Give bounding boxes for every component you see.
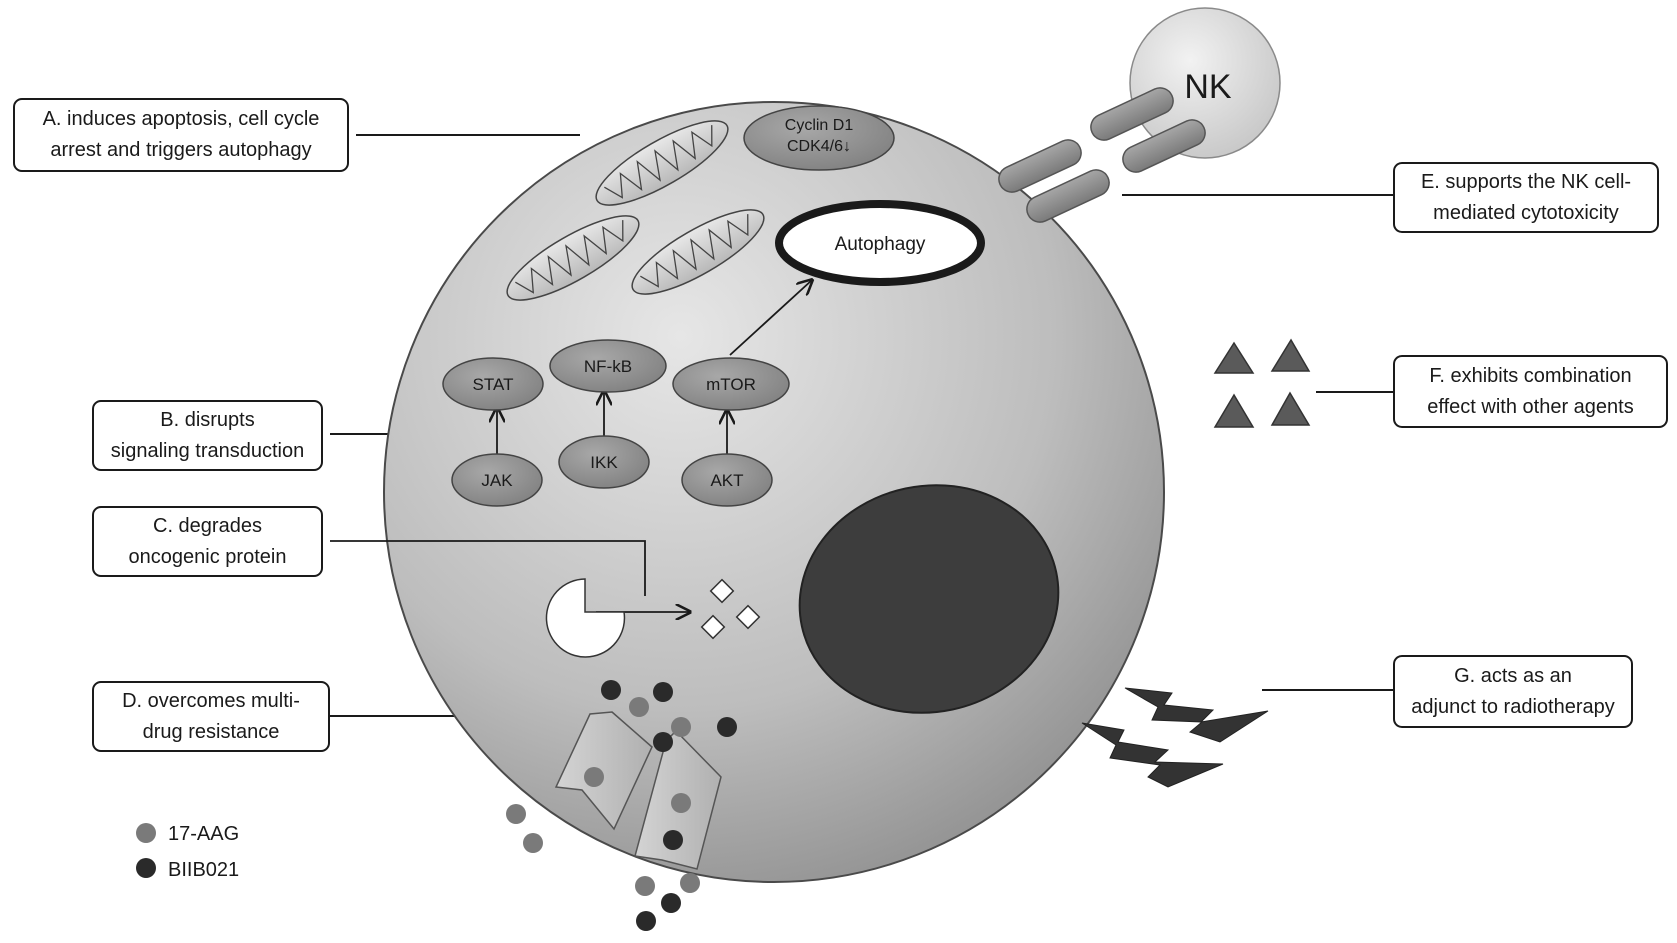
ikk-oval bbox=[558, 435, 650, 489]
mtor-label: mTOR bbox=[706, 375, 756, 394]
agent-triangle bbox=[1213, 341, 1255, 374]
jak-oval bbox=[451, 453, 543, 507]
mitochondria bbox=[506, 120, 765, 301]
label-box-c: C. degrades oncogenic protein bbox=[92, 506, 323, 577]
biib021-molecule bbox=[717, 717, 737, 737]
label-box-g: G. acts as an adjunct to radiotherapy bbox=[1393, 655, 1633, 728]
nk-receptors bbox=[998, 87, 1206, 223]
17aag-molecule bbox=[671, 717, 691, 737]
receptor-rod bbox=[1090, 87, 1174, 141]
arrow-mtor-autophagy bbox=[729, 280, 812, 356]
label-g-line2: adjunct to radiotherapy bbox=[1411, 695, 1615, 718]
biib021-molecule bbox=[653, 732, 673, 752]
label-box-e: E. supports the NK cell- mediated cytoto… bbox=[1393, 162, 1659, 233]
label-b-line2: signaling transduction bbox=[110, 439, 305, 462]
mitochondrion bbox=[631, 209, 765, 295]
nucleus bbox=[798, 484, 1060, 714]
mitochondrion bbox=[595, 120, 729, 206]
17aag-molecule bbox=[629, 697, 649, 717]
connector-lines bbox=[330, 134, 1393, 717]
label-f-line1: F. exhibits combination bbox=[1429, 364, 1632, 387]
protein-fragments bbox=[700, 578, 761, 640]
drug-molecules bbox=[506, 680, 737, 931]
cyclin-oval bbox=[743, 105, 895, 171]
label-d-line1: D. overcomes multi- bbox=[122, 689, 300, 712]
biib021-molecule bbox=[636, 911, 656, 931]
ikk-label: IKK bbox=[590, 453, 618, 472]
biib021-molecule bbox=[661, 893, 681, 913]
legend-17aag-label: 17-AAG bbox=[168, 823, 239, 845]
17aag-molecule bbox=[523, 833, 543, 853]
biib021-molecule bbox=[601, 680, 621, 700]
label-g-line1: G. acts as an bbox=[1454, 664, 1572, 687]
label-box-f: F. exhibits combination effect with othe… bbox=[1393, 355, 1668, 428]
label-c-line2: oncogenic protein bbox=[128, 545, 287, 568]
legend-17aag-dot bbox=[136, 823, 156, 843]
17aag-molecule bbox=[671, 793, 691, 813]
fragment bbox=[735, 604, 761, 630]
biib021-molecule bbox=[653, 682, 673, 702]
fragment bbox=[700, 614, 726, 640]
label-a-line2: arrest and triggers autophagy bbox=[50, 139, 312, 161]
label-e-line2: mediated cytotoxicity bbox=[1433, 201, 1619, 224]
agent-triangle bbox=[1270, 338, 1311, 372]
autophagy-ring bbox=[775, 200, 985, 286]
17aag-molecule bbox=[680, 873, 700, 893]
mtor-oval bbox=[672, 357, 790, 411]
label-box-d: D. overcomes multi- drug resistance bbox=[92, 681, 330, 752]
radiation-bolt bbox=[1081, 722, 1224, 788]
jak-label: JAK bbox=[481, 471, 513, 490]
legend: 17-AAG BIIB021 bbox=[136, 823, 239, 881]
label-f-line2: effect with other agents bbox=[1427, 395, 1634, 418]
17aag-molecule bbox=[635, 876, 655, 896]
stat-oval bbox=[442, 357, 544, 411]
fragment bbox=[709, 578, 735, 604]
nfkb-oval bbox=[549, 339, 667, 393]
label-c-line1: C. degrades bbox=[153, 514, 262, 537]
proteasome-pacman bbox=[545, 578, 626, 658]
agent-triangle bbox=[1213, 393, 1255, 428]
legend-biib021-dot bbox=[136, 858, 156, 878]
autophagy-label: Autophagy bbox=[835, 234, 926, 255]
17aag-molecule bbox=[584, 767, 604, 787]
label-d-line2: drug resistance bbox=[142, 720, 280, 743]
nk-label: NK bbox=[1184, 68, 1232, 106]
label-box-b: B. disrupts signaling transduction bbox=[92, 400, 323, 471]
legend-biib021-label: BIIB021 bbox=[168, 859, 239, 881]
agent-triangle bbox=[1270, 391, 1311, 426]
nfkb-label: NF-kB bbox=[584, 357, 632, 376]
akt-label: AKT bbox=[710, 471, 743, 490]
radiation-bolt bbox=[1124, 687, 1269, 743]
mitochondrion bbox=[506, 215, 640, 301]
receptor-rod bbox=[1026, 169, 1110, 223]
arrow-connector-c bbox=[330, 540, 646, 596]
label-b-line1: B. disrupts bbox=[160, 408, 255, 431]
radiation-bolts bbox=[1081, 687, 1269, 788]
biib021-molecule bbox=[663, 830, 683, 850]
receptor-rod bbox=[1122, 119, 1206, 173]
stat-label: STAT bbox=[473, 375, 514, 394]
17aag-molecule bbox=[506, 804, 526, 824]
cdk-label: CDK4/6↓ bbox=[787, 138, 851, 155]
label-e-line1: E. supports the NK cell- bbox=[1420, 170, 1632, 193]
pathway-ovals: STAT NF-kB mTOR JAK IKK AKT bbox=[442, 339, 790, 507]
akt-oval bbox=[681, 453, 773, 507]
nk-cell bbox=[1129, 7, 1281, 159]
combination-agents bbox=[1213, 338, 1311, 428]
cyclin-label: Cyclin D1 bbox=[785, 117, 854, 134]
label-box-a: A. induces apoptosis, cell cycle arrest … bbox=[13, 98, 349, 172]
efflux-pump bbox=[554, 711, 653, 831]
receptor-rod bbox=[998, 139, 1082, 193]
label-a-line1: A. induces apoptosis, cell cycle bbox=[42, 108, 320, 130]
